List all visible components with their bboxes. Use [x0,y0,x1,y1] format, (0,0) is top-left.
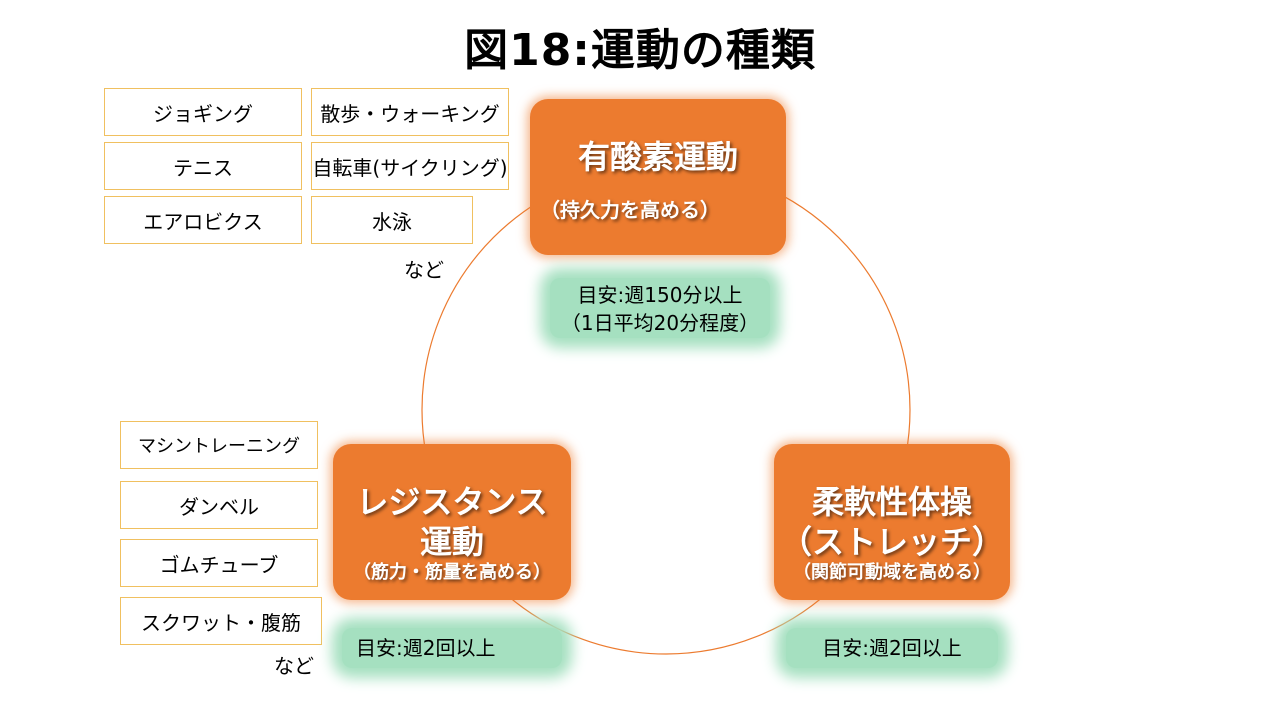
resistance-heading-2: 運動 [419,523,484,561]
flexibility-heading-1: 柔軟性体操 [811,483,972,521]
resistance-heading-1: レジスタンス [356,483,548,521]
flexibility-subheading: （関節可動域を高める） [793,562,991,583]
example-dumbbell: ダンベル [120,481,318,529]
example-rubber-tube: ゴムチューブ [120,539,318,587]
example-machine-training: マシントレーニング [120,421,318,469]
example-aerobics: エアロビクス [104,196,302,244]
example-swimming: 水泳 [311,196,473,244]
aerobic-etc-label: など [404,258,444,282]
example-jogging: ジョギング [104,88,302,136]
aerobic-heading: 有酸素運動 [577,138,738,176]
resistance-subheading: （筋力・筋量を高める） [353,562,551,583]
example-tennis: テニス [104,142,302,190]
resistance-guideline: 目安:週2回以上 [342,628,562,668]
flexibility-heading-2: （ストレッチ） [779,523,1004,561]
page-title: 図18:運動の種類 [464,25,816,76]
example-squat-situp: スクワット・腹筋 [120,597,322,645]
example-walking: 散歩・ウォーキング [311,88,509,136]
aerobic-subheading: （持久力を高める） [540,198,720,222]
example-cycling: 自転車(サイクリング) [311,142,509,190]
flexibility-guideline: 目安:週2回以上 [786,628,998,668]
aerobic-node: 有酸素運動 （持久力を高める） [530,99,786,255]
aerobic-guideline: 目安:週150分以上 （1日平均20分程度） [550,278,770,338]
flexibility-node: 柔軟性体操 （ストレッチ） （関節可動域を高める） [774,444,1010,600]
resistance-node: レジスタンス 運動 （筋力・筋量を高める） [333,444,571,600]
resistance-etc-label: など [274,654,314,678]
